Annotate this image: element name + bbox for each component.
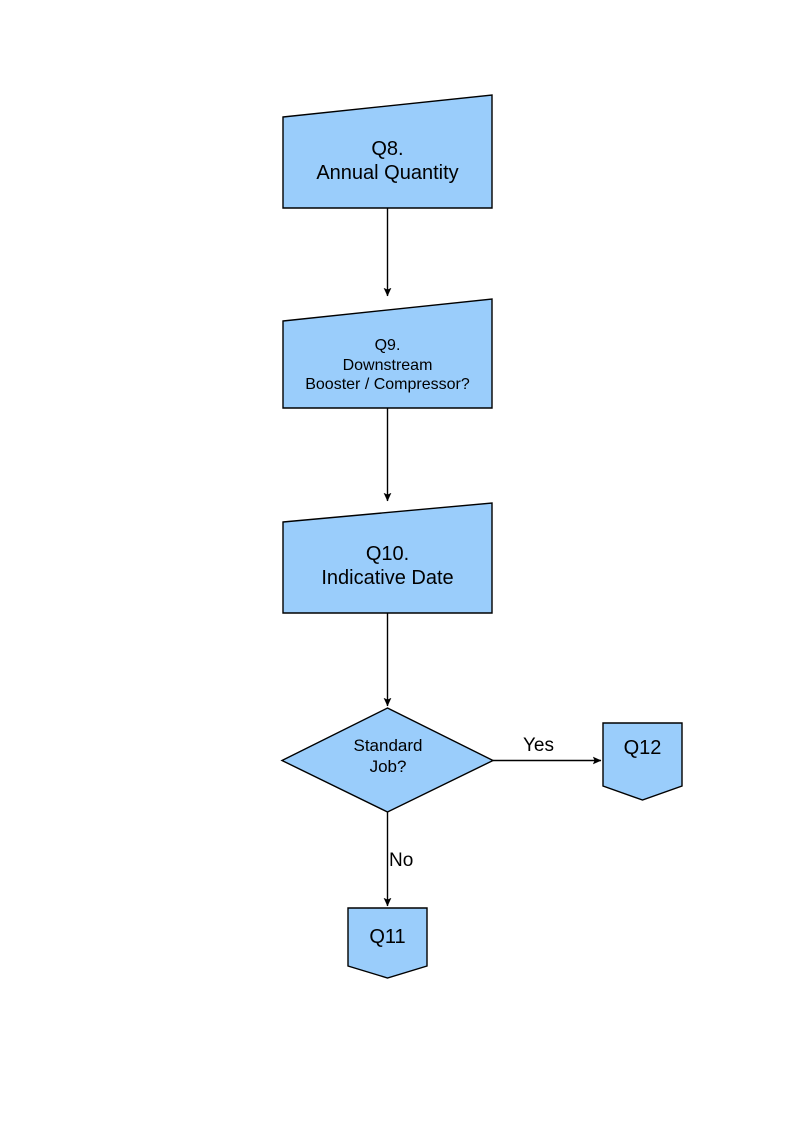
node-q8[interactable] — [282, 94, 493, 209]
edge-label-no: No — [389, 850, 414, 871]
node-q12[interactable] — [602, 722, 683, 801]
node-q11[interactable] — [347, 907, 428, 979]
node-q9[interactable] — [282, 298, 493, 409]
node-q10[interactable] — [282, 502, 493, 614]
node-decision-standard-job[interactable] — [280, 707, 495, 813]
edge-label-yes: Yes — [523, 735, 554, 756]
